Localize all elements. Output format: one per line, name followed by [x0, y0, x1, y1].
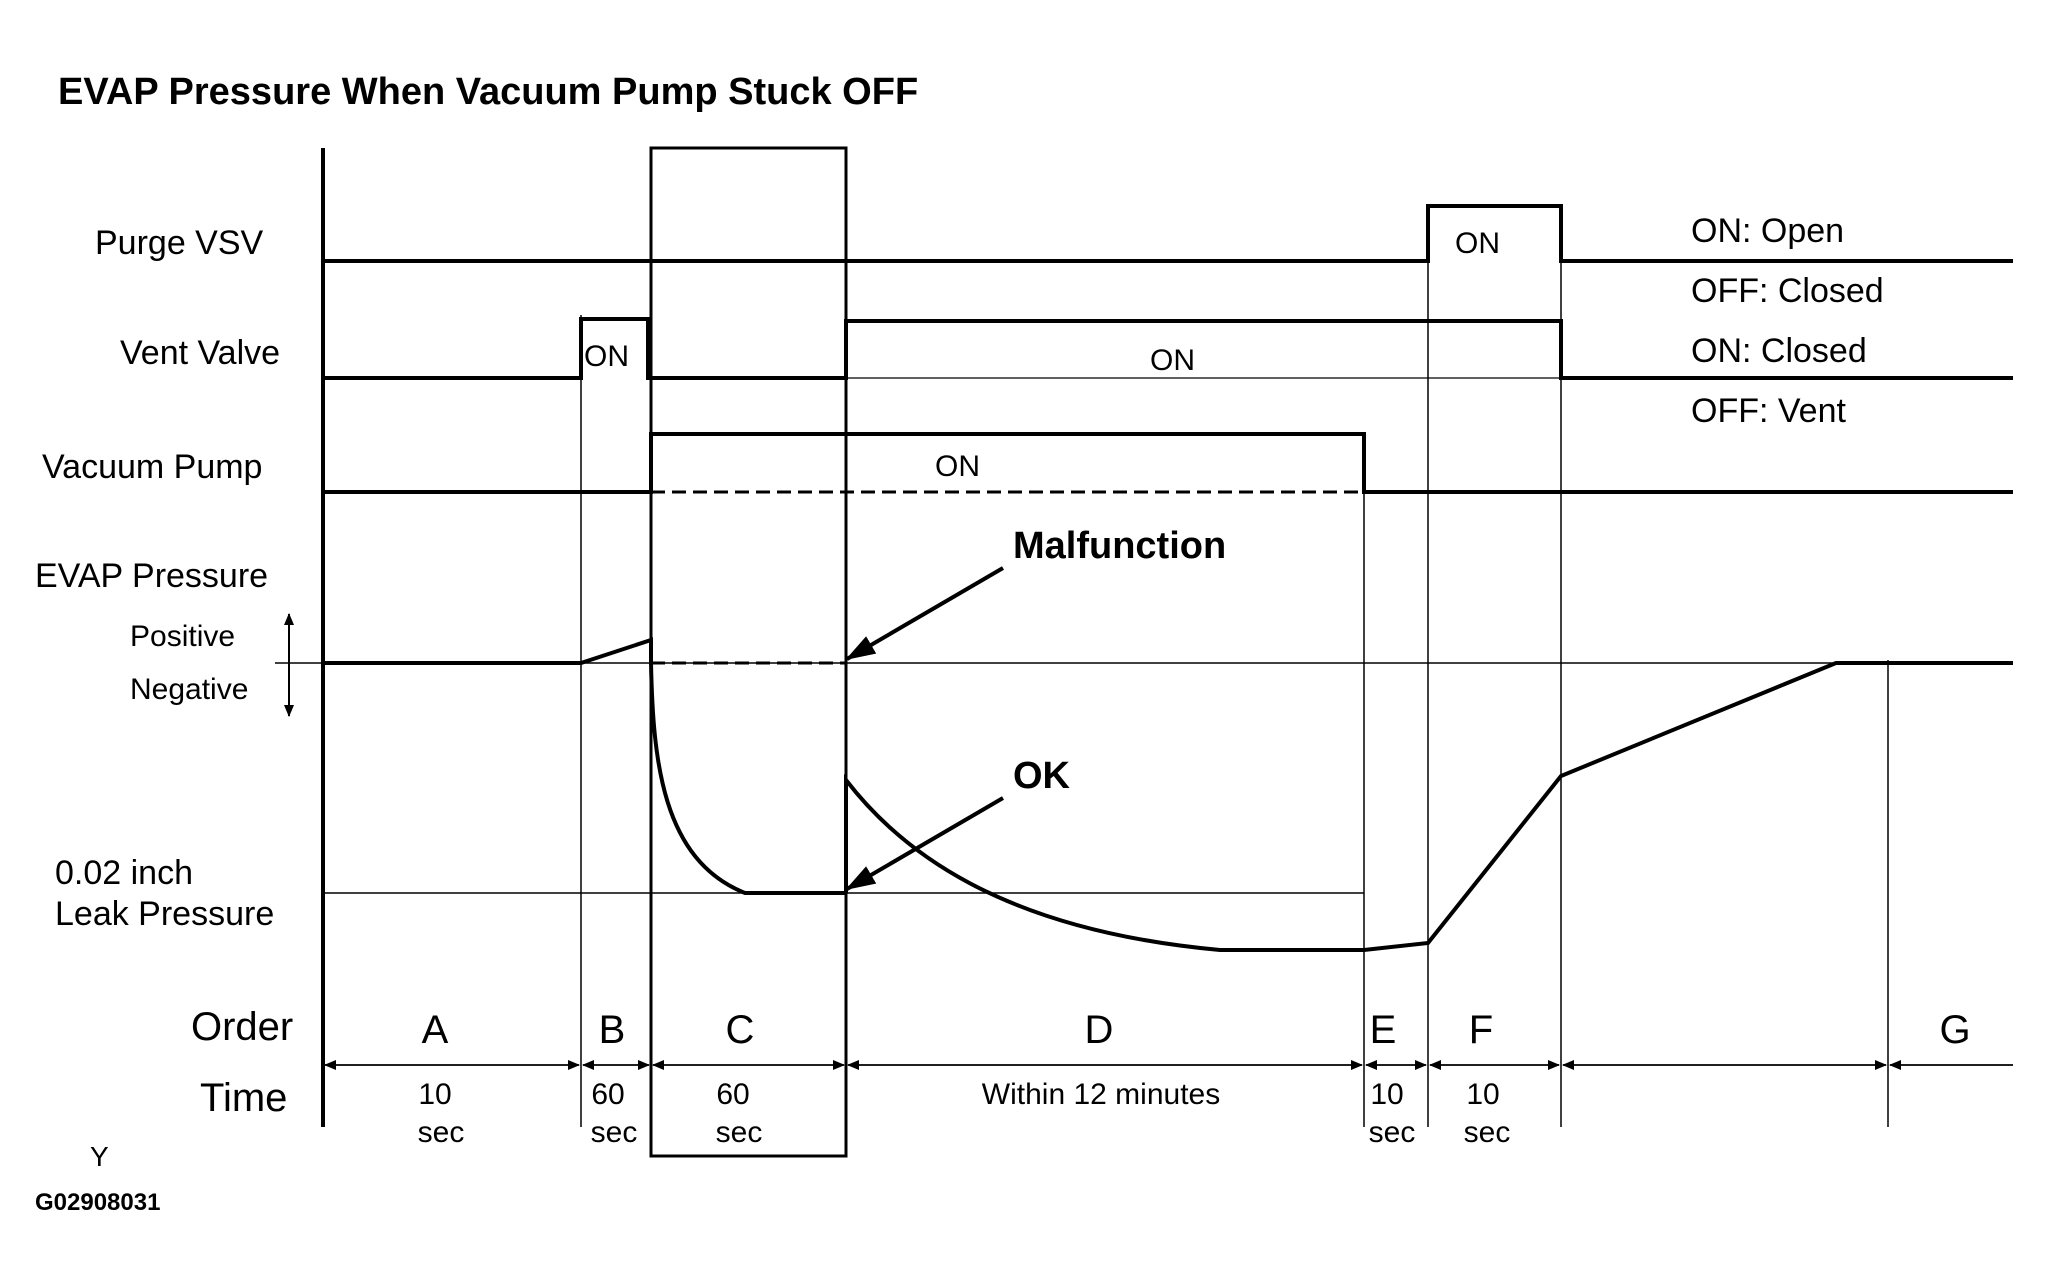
phase-f-unit: sec — [1464, 1116, 1511, 1149]
legend-purge-off: OFF: Closed — [1691, 272, 1884, 310]
evap-pressure-curves — [323, 637, 2013, 952]
phase-letter-c: C — [726, 1008, 755, 1052]
leak-label-line1: 0.02 inch — [55, 854, 193, 892]
vacuum-pump-waveform — [323, 432, 2013, 494]
figure-id: G02908031 — [35, 1189, 160, 1216]
phase-letter-b: B — [599, 1008, 626, 1052]
phase-a-time: 10 — [418, 1078, 451, 1111]
diagram-title: EVAP Pressure When Vacuum Pump Stuck OFF — [58, 71, 918, 113]
phase-c-box — [649, 146, 848, 1158]
purge-on-state: ON — [1455, 227, 1500, 260]
phase-a-unit: sec — [418, 1116, 465, 1149]
phase-b-time: 60 — [591, 1078, 624, 1111]
phase-f-time: 10 — [1466, 1078, 1499, 1111]
vacuum-pump-label: Vacuum Pump — [42, 448, 262, 486]
purge-vsv-label: Purge VSV — [95, 224, 264, 262]
phase-e-unit: sec — [1369, 1116, 1416, 1149]
pump-on-state: ON — [935, 450, 980, 483]
order-label: Order — [191, 1005, 293, 1049]
phase-c-time: 60 — [716, 1078, 749, 1111]
vent-valve-label: Vent Valve — [120, 334, 280, 372]
phase-times: 10 sec 60 sec 60 sec Within 12 minutes 1… — [418, 1078, 1511, 1149]
vent-on-state-d: ON — [1150, 344, 1195, 377]
negative-label: Negative — [130, 673, 248, 706]
positive-label: Positive — [130, 620, 235, 653]
phase-letter-d: D — [1085, 1008, 1114, 1052]
malfunction-label: Malfunction — [1013, 525, 1226, 567]
legend-purge-on: ON: Open — [1691, 212, 1844, 250]
phase-boundaries — [580, 258, 1889, 1127]
phase-letters: A B C D E F G — [422, 1008, 1971, 1052]
phase-letter-f: F — [1469, 1008, 1493, 1052]
legend-vent-off: OFF: Vent — [1691, 392, 1846, 430]
legend-vent-on: ON: Closed — [1691, 332, 1867, 370]
ok-label: OK — [1013, 755, 1071, 797]
phase-c-unit: sec — [716, 1116, 763, 1149]
phase-letter-e: E — [1370, 1008, 1397, 1052]
malfunction-arrow — [845, 566, 1005, 661]
purge-vsv-waveform — [323, 204, 2013, 263]
ok-arrow — [845, 796, 1005, 891]
evap-pressure-label: EVAP Pressure — [35, 557, 268, 595]
phase-d-time: Within 12 minutes — [982, 1078, 1220, 1111]
vent-on-state-b: ON — [584, 340, 629, 373]
vent-valve-waveform — [323, 317, 2013, 380]
phase-e-time: 10 — [1370, 1078, 1403, 1111]
time-label: Time — [200, 1076, 287, 1120]
phase-letter-g: G — [1939, 1008, 1970, 1052]
footer-y-mark: Y — [90, 1141, 109, 1172]
phase-letter-a: A — [422, 1008, 449, 1052]
leak-label-line2: Leak Pressure — [55, 895, 274, 933]
phase-b-unit: sec — [591, 1116, 638, 1149]
